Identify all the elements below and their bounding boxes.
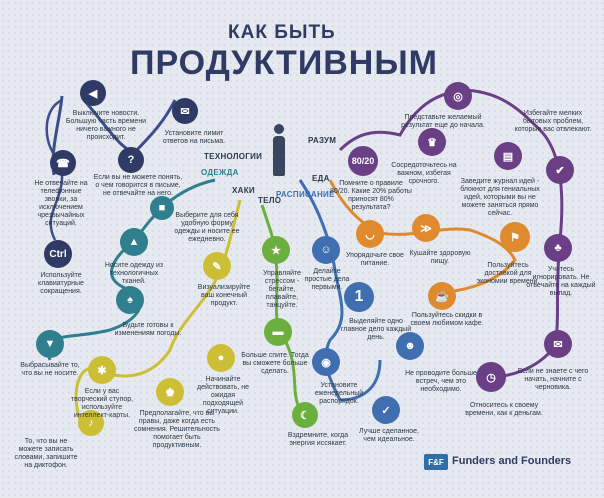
ctrl-key-icon: Ctrl — [44, 240, 72, 268]
tip-weather: Будьте готовы к изменениям погоды. — [114, 322, 182, 337]
section-clothes: ОДЕЖДА — [201, 168, 239, 177]
tip-done: Лучше сделанное, чем идеальное. — [359, 428, 419, 443]
tip-distract: Избегайте мелких бытовых проблем, которы… — [514, 110, 592, 133]
megaphone-icon: ◀ — [80, 80, 106, 106]
tip-result: Представьте желаемый результат еще до на… — [401, 114, 485, 129]
tip-limit: Установите лимит ответов на письма. — [162, 130, 226, 145]
checkmark-icon: ✓ — [372, 396, 400, 424]
number-one-icon: 1 — [344, 282, 374, 312]
tip-fish: Кушайте здоровую пищу. — [409, 250, 471, 265]
tip-layout: Выбрасывайте то, что вы не носите. — [20, 362, 80, 377]
runner-icon: ★ — [262, 236, 290, 264]
tip-meetings: Не проводите больше встреч, чем это необ… — [405, 370, 477, 393]
mindmap-icon: ✱ — [88, 356, 116, 384]
journal-icon: ▤ — [494, 142, 522, 170]
tip-start: Начинайте действовать, не ожидая подходя… — [196, 376, 249, 415]
tip-assume: Предполагайте, что вы правы, даже когда … — [134, 410, 220, 449]
tip-phone: Не отвечайте на телефонные звонки, за ис… — [34, 180, 88, 227]
clock-icon: ◷ — [476, 362, 506, 392]
tip-visual: Визуализируйте ваш конечный продукт. — [197, 284, 251, 307]
tip-manage: Управляйте стрессом - бегайте, плавайте,… — [262, 270, 302, 309]
tip-priority: Выделяйте одно главное дело каждый день. — [340, 318, 412, 341]
tshirt-icon: ▲ — [120, 228, 148, 256]
brand-name[interactable]: Funders and Founders — [452, 455, 572, 467]
phone-user-icon: ☺ — [312, 236, 340, 264]
section-tech: ТЕХНОЛОГИИ — [204, 152, 263, 161]
jacket-icon: ♠ — [116, 286, 144, 314]
bed-icon: ▬ — [264, 318, 292, 346]
phone-icon: ☎ — [50, 150, 76, 176]
mic-icon: ♪ — [78, 410, 104, 436]
tip-outfit: Выберите для себя удобную форму одежды и… — [174, 212, 240, 243]
mail-question-icon: ? — [118, 147, 144, 173]
bin-icon: ▼ — [36, 330, 64, 358]
tip-journal: Заведите журнал идей - блокнот для гениа… — [460, 178, 540, 217]
tip-diet: Упорядочьте свое питание. — [346, 252, 404, 267]
tip-delivery: Пользуйтесь доставкой для экономии време… — [476, 262, 540, 285]
section-hacks: ХАКИ — [232, 186, 255, 195]
tip-mindmap: Если у вас творческий ступор, используйт… — [70, 388, 134, 419]
chess-icon: ♚ — [156, 378, 184, 406]
chair-icon: ♣ — [544, 234, 572, 262]
person-icon — [272, 124, 286, 180]
pocket-icon: ■ — [150, 196, 174, 220]
title-line-2: ПРОДУКТИВНЫМ — [130, 44, 438, 82]
fish-icon: ≫ — [412, 214, 440, 242]
crown-icon: ♛ — [418, 128, 446, 156]
tip-ctrl: Используйте клавиатурные сокращения. — [38, 272, 84, 295]
tip-sleep: Больше спите. Тогда вы сможете больше сд… — [241, 352, 309, 375]
tip-email: Если вы не можете понять, о чем говоритс… — [93, 174, 183, 197]
section-schedule: РАСПИСАНИЕ — [276, 190, 335, 199]
tip-weekly: Установите еженедельный распорядок. — [314, 382, 364, 405]
tip-ignore: Учитесь игнорировать. Не отвечайте на ка… — [526, 266, 596, 297]
bowl-icon: ◡ — [356, 220, 384, 248]
tip-dictaphone: То, что вы не можете записать словами, з… — [14, 438, 78, 469]
chick-icon: ● — [207, 344, 235, 372]
tip-fabric: Носите одежду из технологичных тканей. — [104, 262, 164, 285]
tip-notif: Выключите новости. Большую часть времени… — [65, 110, 147, 141]
delivery-icon: ⚑ — [500, 222, 530, 252]
tip-discount: Пользуйтесь скидки в своем любимом кафе. — [410, 312, 484, 327]
tip-focus: Сосредоточьтесь на важном, избегая срочн… — [391, 162, 457, 185]
meeting-icon: ☻ — [396, 332, 424, 360]
pareto-icon: 80/20 — [348, 146, 378, 176]
title-line-1: КАК БЫТЬ — [228, 22, 336, 43]
section-mind: РАЗУМ — [308, 136, 337, 145]
draft-icon: ✉ — [544, 330, 572, 358]
tip-nap: Вздремните, когда энергия иссякает. — [287, 432, 349, 447]
tip-draft: Если не знаете с чего начать, начните с … — [517, 368, 589, 391]
section-food: ЕДА — [312, 174, 330, 183]
ball-icon: ◉ — [312, 348, 340, 376]
cafe-icon: ☕ — [428, 282, 456, 310]
section-body: ТЕЛО — [258, 196, 282, 205]
forbidden-icon: ✔ — [546, 156, 574, 184]
tip-first: Делайте простые дела первыми. — [304, 268, 350, 291]
film-icon: ◎ — [444, 82, 472, 110]
mail-icon: ✉ — [172, 98, 198, 124]
brush-icon: ✎ — [203, 252, 231, 280]
brand-logo: F&F — [424, 454, 448, 470]
tip-pareto: Помните о правиле 80/20. Какие 20% работ… — [330, 180, 412, 211]
tip-money: Относитесь к своему времени, как к деньг… — [465, 402, 543, 417]
nap-icon: ☾ — [292, 402, 318, 428]
